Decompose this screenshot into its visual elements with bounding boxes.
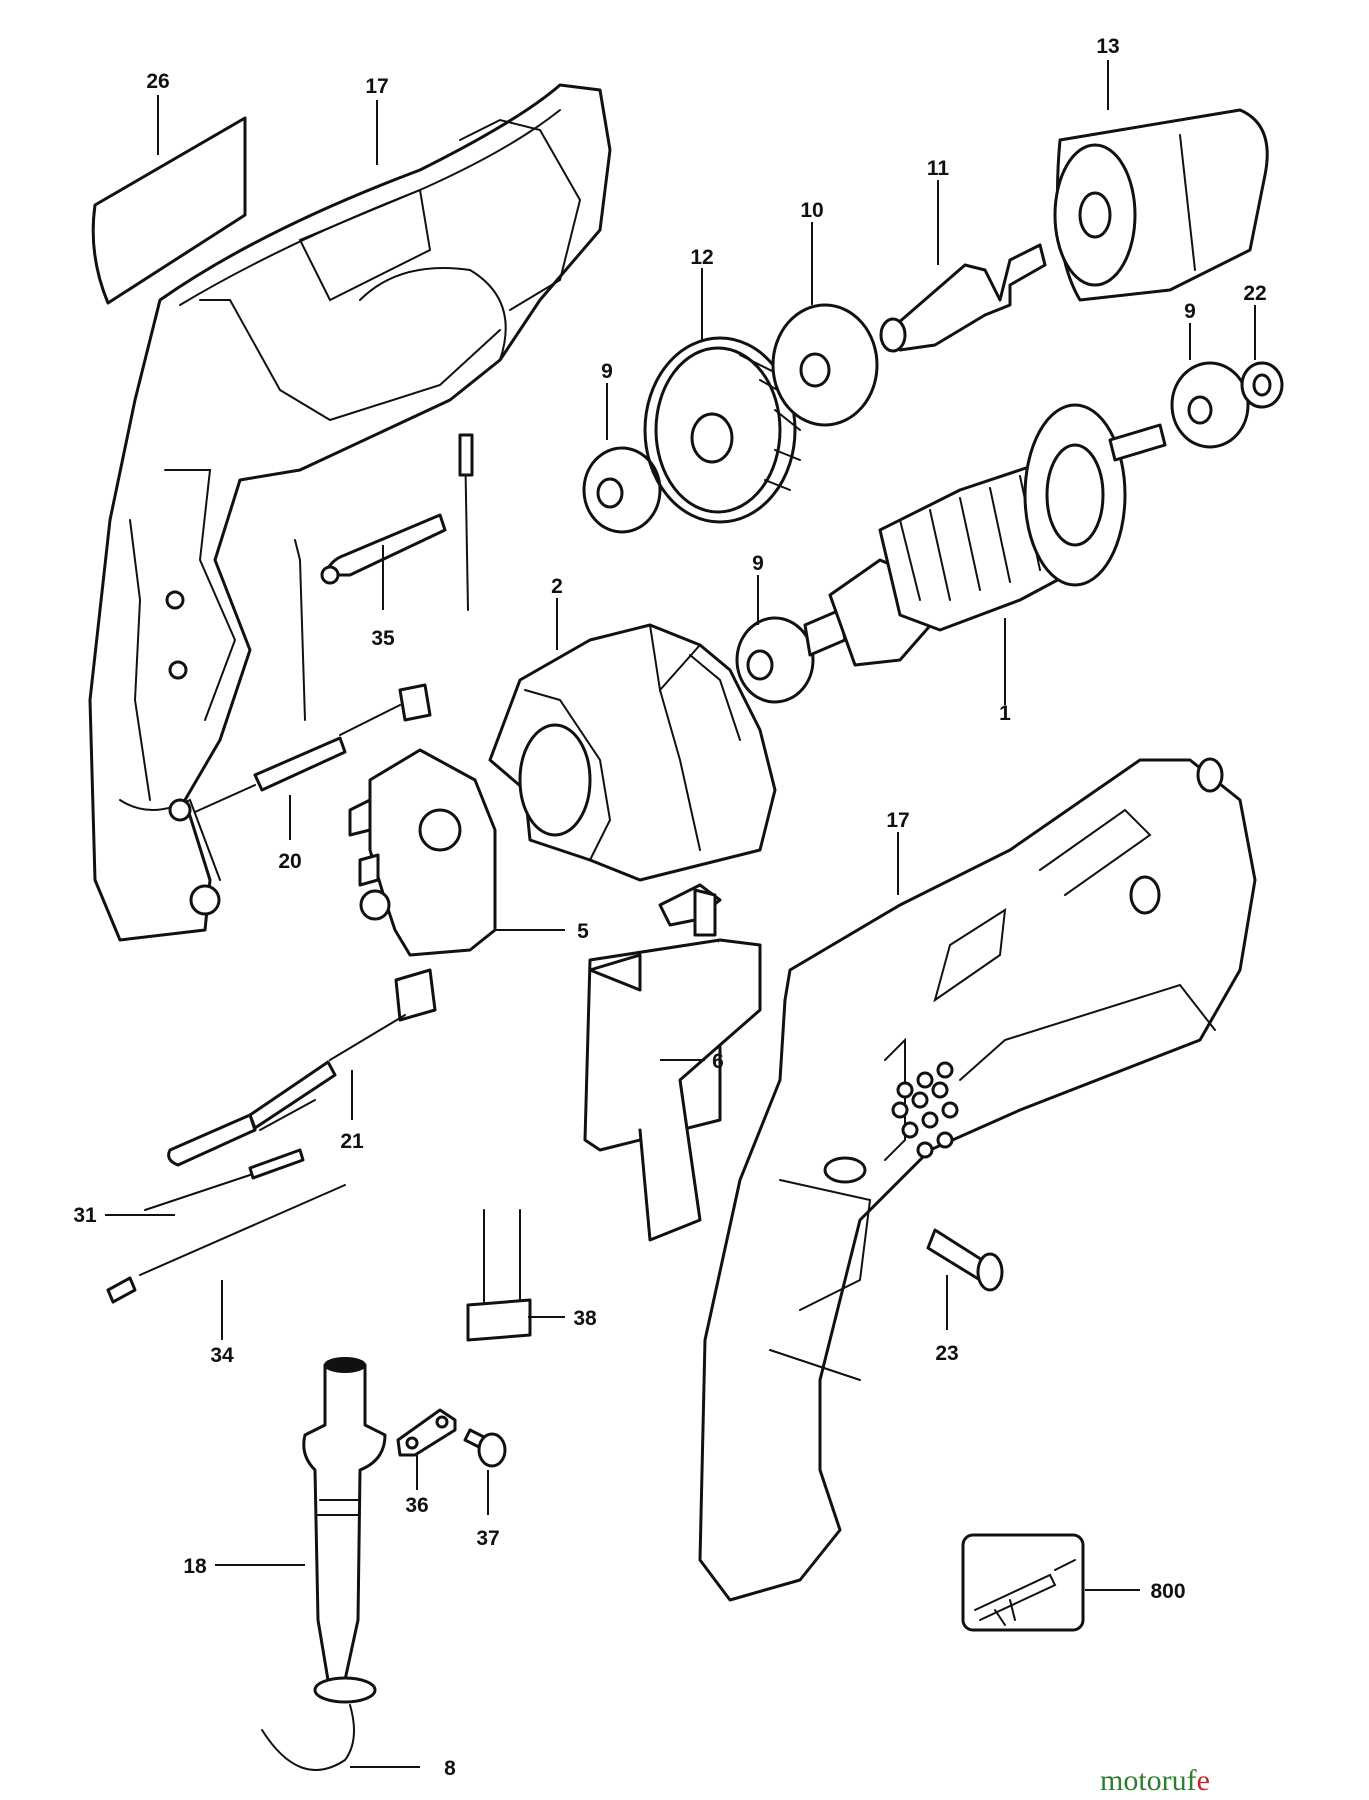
- callout-8: 8: [444, 1757, 456, 1780]
- callout-2: 2: [551, 575, 563, 598]
- kit-box-part: [961, 1533, 1085, 1632]
- vent-holes: [891, 1061, 959, 1159]
- callout-34: 34: [210, 1344, 234, 1367]
- watermark-suffix: e: [1197, 1764, 1210, 1797]
- watermark-text: motoruf: [1100, 1764, 1197, 1797]
- bearing-part: [582, 446, 662, 534]
- callout-5: 5: [577, 920, 589, 943]
- stator-field-part: [488, 623, 777, 882]
- wire-part: [106, 1184, 346, 1304]
- callout-20: 20: [278, 850, 301, 873]
- callout-36: 36: [405, 1494, 428, 1517]
- callout-22: 22: [1243, 282, 1266, 305]
- bearing-part: [1170, 361, 1250, 449]
- lead-wire-part: [167, 968, 437, 1167]
- brush-holder-part: [348, 748, 497, 957]
- housing-assembled-part: [698, 757, 1257, 1602]
- lead-wire-part: [194, 683, 432, 813]
- screw-part: [463, 1428, 507, 1468]
- callout-17-right: 17: [886, 809, 909, 832]
- side-handle-part: [261, 1357, 387, 1771]
- callout-23: 23: [935, 1342, 958, 1365]
- screw-part: [926, 1228, 1004, 1292]
- callout-1: 1: [999, 702, 1011, 725]
- callout-9-left: 9: [601, 360, 613, 383]
- callout-35: 35: [371, 627, 395, 650]
- callout-9-middle: 9: [752, 552, 764, 575]
- svg-text:motorufe: motorufe: [1100, 1764, 1210, 1797]
- bearing-part: [771, 303, 879, 427]
- clamp-part: [396, 1408, 457, 1457]
- spindle-part: [879, 243, 1047, 353]
- callout-12: 12: [690, 246, 713, 269]
- wire-part: [144, 1148, 305, 1211]
- retaining-ring-part: [1240, 361, 1284, 409]
- chuck-part: [1053, 108, 1269, 302]
- connector-part: [466, 1209, 532, 1342]
- callout-6: 6: [712, 1050, 724, 1073]
- callout-26: 26: [146, 70, 169, 93]
- label-sticker-part: [91, 116, 247, 305]
- callout-17-left: 17: [365, 75, 388, 98]
- callout-18: 18: [183, 1555, 207, 1578]
- callout-10: 10: [800, 199, 823, 222]
- armature-part: [803, 403, 1167, 667]
- callout-9-right: 9: [1184, 300, 1196, 323]
- watermark-logo: motorufe: [1100, 1764, 1210, 1797]
- callout-11: 11: [927, 157, 950, 180]
- callout-37: 37: [476, 1527, 499, 1550]
- callout-13: 13: [1096, 35, 1119, 58]
- housing-half-left-part: [88, 83, 612, 942]
- callout-800: 800: [1150, 1580, 1185, 1603]
- callout-labels: 26 17 13 11 10 12 9 22 9 9 2 35 1 17 20 …: [73, 35, 1266, 1780]
- gear-part: [643, 336, 801, 524]
- bearing-part: [735, 616, 815, 704]
- trigger-switch-part: [583, 883, 762, 1242]
- callout-38: 38: [573, 1307, 597, 1330]
- callout-31: 31: [73, 1204, 97, 1227]
- callout-21: 21: [340, 1130, 364, 1153]
- leader-lines: [105, 60, 1256, 1768]
- switch-wire-part: [294, 433, 474, 721]
